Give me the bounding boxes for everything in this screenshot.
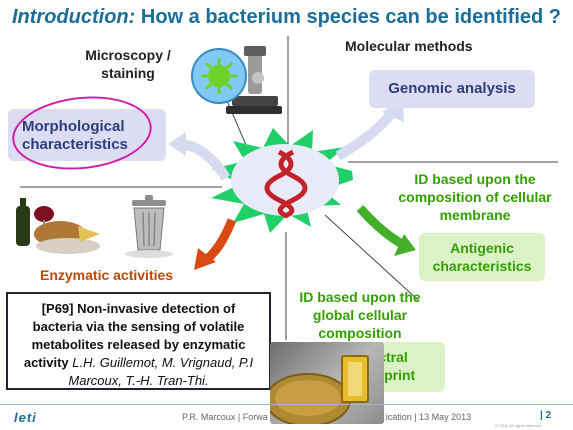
reference-text: [P69] Non-invasive detection of bacteria… [10,300,267,390]
label-microscopy-line1: Microscopy / [85,47,171,63]
trash-can-icon [125,195,173,258]
footer-divider [0,404,573,405]
id-membrane-label: ID based upon the composition of cellula… [383,170,567,224]
genomic-box [369,70,535,108]
morphological-box [8,109,166,161]
bacterium-icon [191,48,247,104]
page-number: | 2 [540,410,552,421]
footer-text: P.R. Marcoux | Forwa ication | 13 May 201… [182,412,471,422]
page-title: Introduction: How a bacterium species ca… [12,6,561,29]
reference-line4-authors: L.H. Guillemot, M. Vrignaud, P.I [68,355,254,370]
id-membrane-line3: membrane [439,207,511,223]
footer-text-left: P.R. Marcoux | Forwa [182,412,268,422]
footer-text-right: ication | 13 May 2013 [385,412,472,422]
id-membrane-line2: composition of cellular [398,189,552,205]
id-global-label: ID based upon the global cellular compos… [289,288,431,342]
title-rest: How a bacterium species can be identifie… [135,6,561,28]
genomic-label: Genomic analysis [388,80,516,97]
antigenic-line1: Antigenic [450,240,514,256]
reference-line2: bacteria via the sensing of volatile [32,319,245,334]
antigenic-label: Antigenic characteristics [419,239,545,275]
microscope-icon [226,46,282,114]
id-membrane-line1: ID based upon the [414,171,536,187]
label-microscopy-line2: staining [101,65,155,81]
reference-line4: activity L.H. Guillemot, M. Vrignaud, P.… [10,354,267,372]
food-icon [16,198,100,254]
enzymatic-label: Enzymatic activities [40,267,174,283]
morphological-line2: characteristics [22,136,128,153]
legal-notice: © CEA. All rights reserved [495,423,542,428]
reference-line4-bold: activity [23,355,69,370]
sensor-photo [270,342,384,424]
sensor-photo-drawing [270,355,369,424]
center-cell-icon [211,128,353,233]
id-global-line2: global cellular [312,307,408,323]
arrow-to-antigenic [356,205,416,256]
reference-line1: [P69] Non-invasive detection of [41,301,236,316]
spectral-line1: ctral [378,349,408,365]
antigenic-line2: characteristics [432,258,532,274]
morphological-line1: Morphological [22,118,125,135]
leti-logo: leti [14,410,37,425]
title-lead: Introduction: [12,6,136,28]
divider-diag-lower [324,214,419,301]
reference-line3: metabolites released by enzymatic [31,337,246,352]
reference-box [6,292,271,390]
arrow-to-morphological [168,132,231,181]
arrow-to-enzymatic [194,218,237,270]
reference-line5: Marcoux, T.-H. Tran-Thi. [68,373,209,388]
label-microscopy: Microscopy / staining [68,46,188,82]
id-global-line1: ID based upon the [299,289,421,305]
divider-diag-upper [224,95,247,146]
antigenic-box [419,233,545,281]
id-global-line3: composition [318,325,402,341]
dna-icon [264,149,308,219]
label-molecular-methods: Molecular methods [345,38,473,54]
morphological-label: Morphological characteristics [22,118,128,154]
